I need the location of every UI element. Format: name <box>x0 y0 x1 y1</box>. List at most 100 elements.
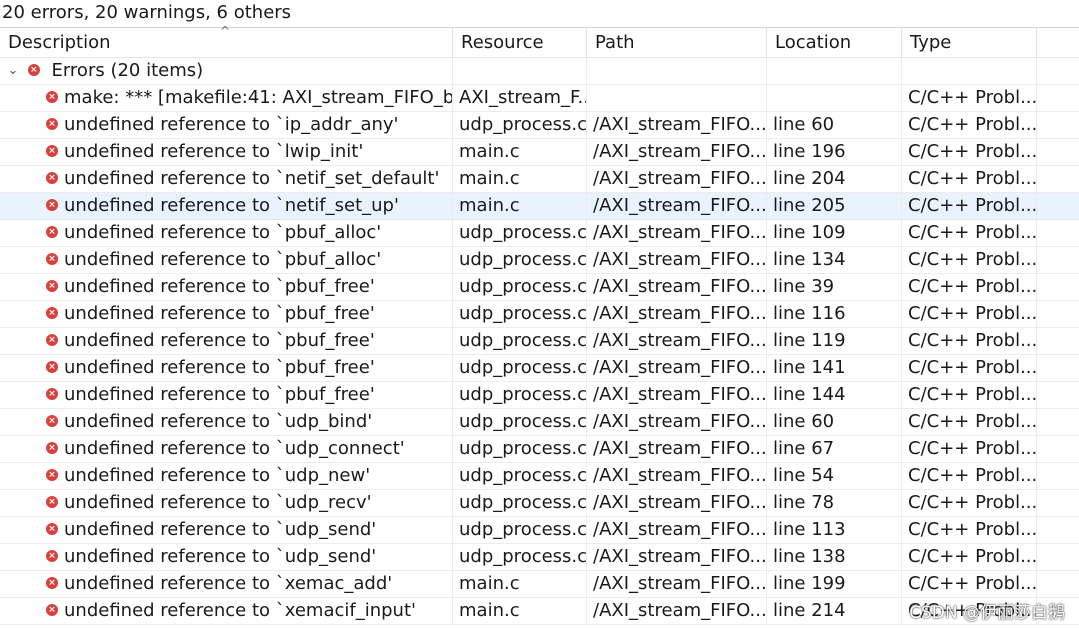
table-row[interactable]: ×undefined reference to `udp_send'udp_pr… <box>0 517 1079 544</box>
description-cell: × make: *** [makefile:41: AXI_stream_FIFO… <box>0 85 453 111</box>
column-header-description[interactable]: Description ^ <box>0 24 453 57</box>
table-row[interactable]: ×undefined reference to `lwip_init'main.… <box>0 139 1079 166</box>
resource-cell: udp_process.c <box>453 355 587 381</box>
errors-group-row[interactable]: ⌄ × Errors (20 items) <box>0 58 1079 85</box>
filler-cell <box>1037 544 1079 570</box>
error-icon: × <box>46 415 58 427</box>
group-cell: ⌄ × Errors (20 items) <box>0 58 453 84</box>
table-row[interactable]: ×undefined reference to `pbuf_free'udp_p… <box>0 328 1079 355</box>
column-header-label: Description <box>8 32 111 53</box>
error-icon: × <box>46 577 58 589</box>
location-cell: line 196 <box>767 139 902 165</box>
problems-table: Description ^ Resource Path Location Typ… <box>0 24 1079 625</box>
filler-cell <box>1037 220 1079 246</box>
description-text: make: *** [makefile:41: AXI_stream_FIFO_… <box>64 87 453 108</box>
resource-cell: udp_process.c <box>453 463 587 489</box>
table-row[interactable]: ×undefined reference to `ip_addr_any'udp… <box>0 112 1079 139</box>
path-cell: /AXI_stream_FIFO... <box>587 274 767 300</box>
type-cell: C/C++ Probl... <box>902 274 1037 300</box>
error-icon: × <box>46 280 58 292</box>
resource-cell: udp_process.c <box>453 409 587 435</box>
resource-cell: main.c <box>453 166 587 192</box>
filler-cell <box>1037 112 1079 138</box>
resource-cell: udp_process.c <box>453 328 587 354</box>
path-cell: /AXI_stream_FIFO... <box>587 166 767 192</box>
error-icon: × <box>46 199 58 211</box>
location-cell: line 113 <box>767 517 902 543</box>
type-cell: C/C++ Probl... <box>902 139 1037 165</box>
description-text: undefined reference to `pbuf_free' <box>64 276 375 297</box>
table-row[interactable]: ×undefined reference to `xemacif_input'm… <box>0 598 1079 625</box>
empty-cell <box>767 58 902 84</box>
column-header-filler <box>1037 28 1079 57</box>
table-row[interactable]: ×undefined reference to `udp_bind'udp_pr… <box>0 409 1079 436</box>
description-text: undefined reference to `pbuf_alloc' <box>64 222 382 243</box>
type-cell: C/C++ Probl... <box>902 436 1037 462</box>
path-cell: /AXI_stream_FIFO... <box>587 139 767 165</box>
error-icon: × <box>46 253 58 265</box>
path-cell: /AXI_stream_FIFO... <box>587 436 767 462</box>
table-row[interactable]: ×undefined reference to `pbuf_free'udp_p… <box>0 355 1079 382</box>
error-icon: × <box>27 64 40 76</box>
table-row[interactable]: ×undefined reference to `udp_new'udp_pro… <box>0 463 1079 490</box>
description-cell: ×undefined reference to `netif_set_up' <box>0 193 453 219</box>
chevron-down-icon[interactable]: ⌄ <box>7 63 19 78</box>
location-cell: line 138 <box>767 544 902 570</box>
description-cell: ×undefined reference to `lwip_init' <box>0 139 453 165</box>
description-cell: ×undefined reference to `pbuf_free' <box>0 355 453 381</box>
description-text: undefined reference to `udp_new' <box>64 465 371 486</box>
description-text: undefined reference to `xemac_add' <box>64 573 393 594</box>
table-row[interactable]: ×undefined reference to `pbuf_free'udp_p… <box>0 301 1079 328</box>
type-cell: C/C++ Probl... <box>902 544 1037 570</box>
description-text: undefined reference to `pbuf_alloc' <box>64 249 382 270</box>
table-row[interactable]: ×undefined reference to `udp_connect'udp… <box>0 436 1079 463</box>
location-cell: line 116 <box>767 301 902 327</box>
error-icon: × <box>46 172 58 184</box>
path-cell: /AXI_stream_FIFO... <box>587 328 767 354</box>
error-icon: × <box>46 361 58 373</box>
empty-cell <box>587 58 767 84</box>
error-icon: × <box>46 307 58 319</box>
error-icon: × <box>46 91 58 103</box>
sort-ascending-icon: ^ <box>220 24 231 38</box>
location-cell: line 60 <box>767 112 902 138</box>
location-cell: line 214 <box>767 598 902 624</box>
error-icon: × <box>46 604 58 616</box>
error-icon: × <box>46 226 58 238</box>
filler-cell <box>1037 490 1079 516</box>
table-row[interactable]: ×undefined reference to `udp_recv'udp_pr… <box>0 490 1079 517</box>
description-cell: ×undefined reference to `pbuf_free' <box>0 382 453 408</box>
error-icon: × <box>46 523 58 535</box>
table-header: Description ^ Resource Path Location Typ… <box>0 24 1079 58</box>
column-header-type[interactable]: Type <box>902 28 1037 57</box>
location-cell: line 205 <box>767 193 902 219</box>
path-cell: /AXI_stream_FIFO... <box>587 571 767 597</box>
column-header-location[interactable]: Location <box>767 28 902 57</box>
column-header-resource[interactable]: Resource <box>453 28 587 57</box>
column-header-path[interactable]: Path <box>587 28 767 57</box>
table-row[interactable]: ×undefined reference to `udp_send'udp_pr… <box>0 544 1079 571</box>
error-icon: × <box>46 118 58 130</box>
filler-cell <box>1037 139 1079 165</box>
watermark: CSDN @伊丽莎白鹅 <box>909 603 1065 623</box>
description-text: undefined reference to `udp_recv' <box>64 492 372 513</box>
table-row[interactable]: ×undefined reference to `netif_set_up'ma… <box>0 193 1079 220</box>
table-row[interactable]: ×undefined reference to `pbuf_alloc'udp_… <box>0 220 1079 247</box>
location-cell: line 141 <box>767 355 902 381</box>
table-row[interactable]: ×undefined reference to `pbuf_free'udp_p… <box>0 382 1079 409</box>
table-row[interactable]: ×undefined reference to `netif_set_defau… <box>0 166 1079 193</box>
table-row[interactable]: × make: *** [makefile:41: AXI_stream_FIFO… <box>0 85 1079 112</box>
resource-cell: udp_process.c <box>453 436 587 462</box>
location-cell: line 199 <box>767 571 902 597</box>
path-cell: /AXI_stream_FIFO... <box>587 598 767 624</box>
location-cell: line 144 <box>767 382 902 408</box>
location-cell: line 204 <box>767 166 902 192</box>
table-row[interactable]: ×undefined reference to `pbuf_free'udp_p… <box>0 274 1079 301</box>
empty-cell <box>453 58 587 84</box>
table-row[interactable]: ×undefined reference to `xemac_add'main.… <box>0 571 1079 598</box>
description-text: undefined reference to `lwip_init' <box>64 141 364 162</box>
table-row[interactable]: ×undefined reference to `pbuf_alloc'udp_… <box>0 247 1079 274</box>
filler-cell <box>1037 166 1079 192</box>
description-cell: ×undefined reference to `udp_new' <box>0 463 453 489</box>
filler-cell <box>1037 274 1079 300</box>
